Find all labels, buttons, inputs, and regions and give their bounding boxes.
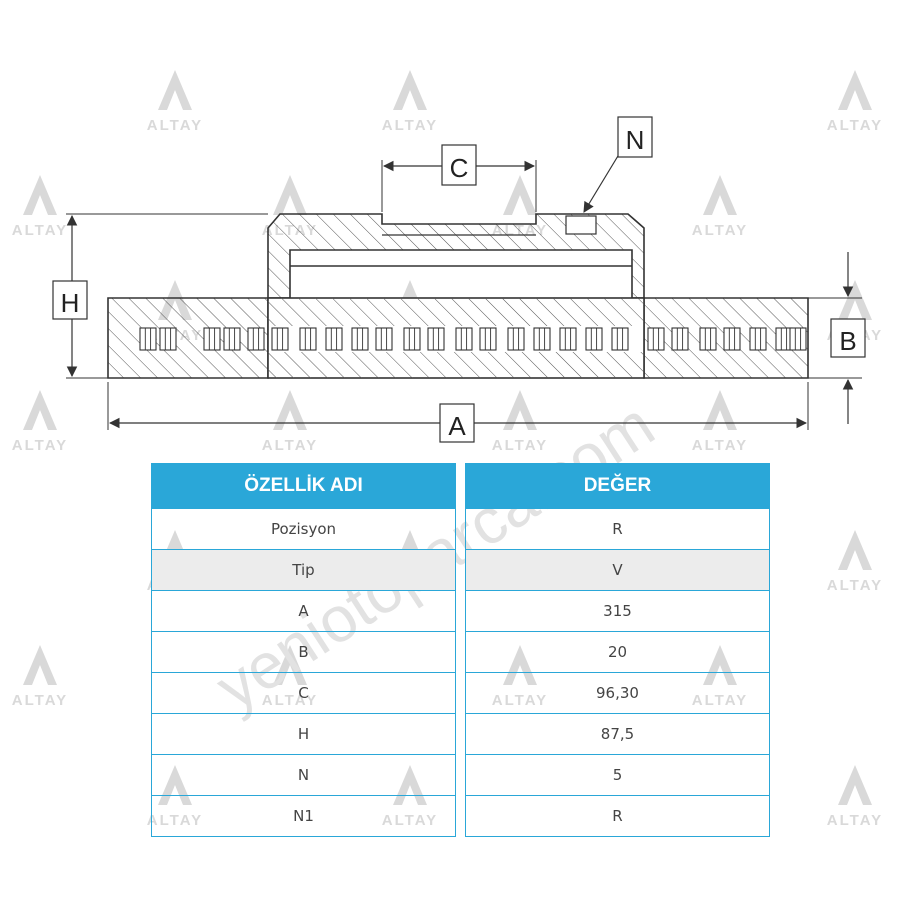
watermark-brand: ALTAY	[827, 812, 883, 829]
friction-ring-bottom-band	[268, 352, 644, 378]
watermark-brand: ALTAY	[382, 812, 438, 829]
vane-slot	[749, 327, 767, 351]
watermark-brand: ALTAY	[827, 117, 883, 134]
table-row-name: N1	[152, 795, 455, 836]
table-row-name: A	[152, 590, 455, 631]
vane-slot	[699, 327, 717, 351]
watermark-brand: ALTAY	[692, 692, 748, 709]
dim-b-box	[830, 318, 866, 358]
table-row-value: 5	[466, 754, 769, 795]
table-row-value: R	[466, 508, 769, 549]
table-row-value: 96,30	[466, 672, 769, 713]
watermark-logo: ALTAY	[147, 70, 203, 134]
watermark-brand: ALTAY	[692, 437, 748, 454]
dim-n-leader	[583, 145, 625, 213]
watermark-brand: ALTAY	[492, 437, 548, 454]
vane-slot	[271, 327, 289, 351]
watermark-logo: ALTAY	[382, 70, 438, 134]
watermark-logo: ALTAY	[262, 645, 318, 709]
vane-slot	[139, 327, 157, 351]
vane-slot	[671, 327, 689, 351]
dim-a-box	[439, 403, 475, 443]
vane-slot	[533, 327, 551, 351]
watermark-brand: ALTAY	[12, 437, 68, 454]
watermark-brand: ALTAY	[827, 577, 883, 594]
vane-slot	[375, 327, 393, 351]
dim-b-label: B	[839, 326, 856, 356]
watermark-logo: ALTAY	[827, 530, 883, 594]
watermark-logo: ALTAY	[492, 645, 548, 709]
friction-ring-top-band	[268, 298, 644, 326]
hub-section	[267, 213, 645, 299]
watermark-brand: ALTAY	[382, 117, 438, 134]
vane-slot	[325, 327, 343, 351]
watermark-logo: ALTAY	[827, 765, 883, 829]
vane-slot	[223, 327, 241, 351]
dim-c-box	[441, 144, 477, 186]
vane-slot	[455, 327, 473, 351]
watermark-logo: ALTAY	[12, 645, 68, 709]
watermark-brand: ALTAY	[492, 692, 548, 709]
watermark-logo: ALTAY	[827, 70, 883, 134]
watermark-brand: ALTAY	[692, 222, 748, 239]
table-row-name: N	[152, 754, 455, 795]
table-row-name: Pozisyon	[152, 508, 455, 549]
table-row-value: R	[466, 795, 769, 836]
vane-slot	[611, 327, 629, 351]
cooling-vanes	[139, 327, 807, 351]
friction-ring-left	[107, 297, 269, 379]
vane-slot	[585, 327, 603, 351]
vane-slot	[351, 327, 369, 351]
table-row-value: V	[466, 549, 769, 590]
watermark-brand: ALTAY	[147, 812, 203, 829]
dim-c-label: C	[450, 153, 469, 183]
header-value: DEĞER	[466, 464, 769, 508]
vane-slot	[403, 327, 421, 351]
vane-slot	[789, 327, 807, 351]
vane-slot	[247, 327, 265, 351]
watermark-logo: ALTAY	[692, 645, 748, 709]
dim-a-label: A	[448, 411, 466, 441]
vane-slot	[559, 327, 577, 351]
table-row-value: 315	[466, 590, 769, 631]
dim-n-box	[617, 116, 653, 158]
watermark-logo: ALTAY	[12, 175, 68, 239]
vane-slot	[299, 327, 317, 351]
watermark-brand: ALTAY	[262, 437, 318, 454]
watermark-logo: ALTAY	[12, 390, 68, 454]
vane-slot	[203, 327, 221, 351]
dim-h-box	[52, 280, 88, 320]
table-row-value: 20	[466, 631, 769, 672]
vane-slot	[723, 327, 741, 351]
vane-slot	[159, 327, 177, 351]
watermark-brand: ALTAY	[12, 692, 68, 709]
table-row-name: C	[152, 672, 455, 713]
watermark-brand: ALTAY	[262, 692, 318, 709]
brake-disc-diagram: A H B C N	[52, 116, 866, 443]
watermark-brand: ALTAY	[12, 222, 68, 239]
table-row-name: B	[152, 631, 455, 672]
header-property-name: ÖZELLİK ADI	[152, 464, 455, 508]
watermark-brand: ALTAY	[147, 117, 203, 134]
vane-slot	[479, 327, 497, 351]
vane-slot	[507, 327, 525, 351]
vane-slot	[427, 327, 445, 351]
bolt-hole	[565, 215, 597, 235]
watermark-logo: ALTAY	[692, 175, 748, 239]
table-row-name: H	[152, 713, 455, 754]
vane-slot	[647, 327, 665, 351]
table-row-value: 87,5	[466, 713, 769, 754]
dim-n-label: N	[626, 125, 645, 155]
table-row-name: Tip	[152, 549, 455, 590]
dim-h-label: H	[61, 288, 80, 318]
